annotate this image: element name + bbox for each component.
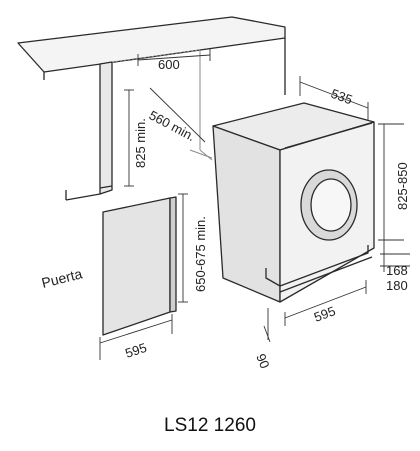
door-panel <box>102 196 177 336</box>
dim-label-825-850: 825-850 <box>395 162 410 210</box>
porthole-door <box>300 169 358 241</box>
dim-line-535 <box>299 76 369 120</box>
dim-label-560-min: 560 min. <box>147 107 198 144</box>
dim-line-plinth <box>380 240 410 272</box>
cabinet-panel <box>65 61 113 201</box>
dim-label-600: 600 <box>158 57 180 72</box>
dim-line-90 <box>263 308 271 343</box>
dim-line-825 <box>124 89 134 187</box>
dim-label-180: 180 <box>386 278 408 293</box>
door-label: Puerta <box>40 265 84 291</box>
model-caption: LS12 1260 <box>164 415 256 436</box>
dim-line-door-height <box>178 193 188 303</box>
dim-label-door-height: 650-675 min. <box>193 216 208 292</box>
dim-line-825-850 <box>378 123 404 241</box>
dim-line-595 <box>284 280 367 326</box>
dim-label-168: 168 <box>386 263 408 278</box>
dim-line-600 <box>137 49 211 66</box>
worktop <box>17 16 286 95</box>
niche-outline <box>111 49 213 161</box>
dim-line-560 <box>149 87 206 143</box>
dim-line-door-width <box>99 314 173 360</box>
dim-label-90: 90 <box>253 352 272 371</box>
dim-label-door-width: 595 <box>123 340 148 361</box>
dim-label-825-min: 825 min. <box>133 118 148 168</box>
dim-label-535: 535 <box>329 86 355 108</box>
dim-label-595: 595 <box>312 303 338 325</box>
